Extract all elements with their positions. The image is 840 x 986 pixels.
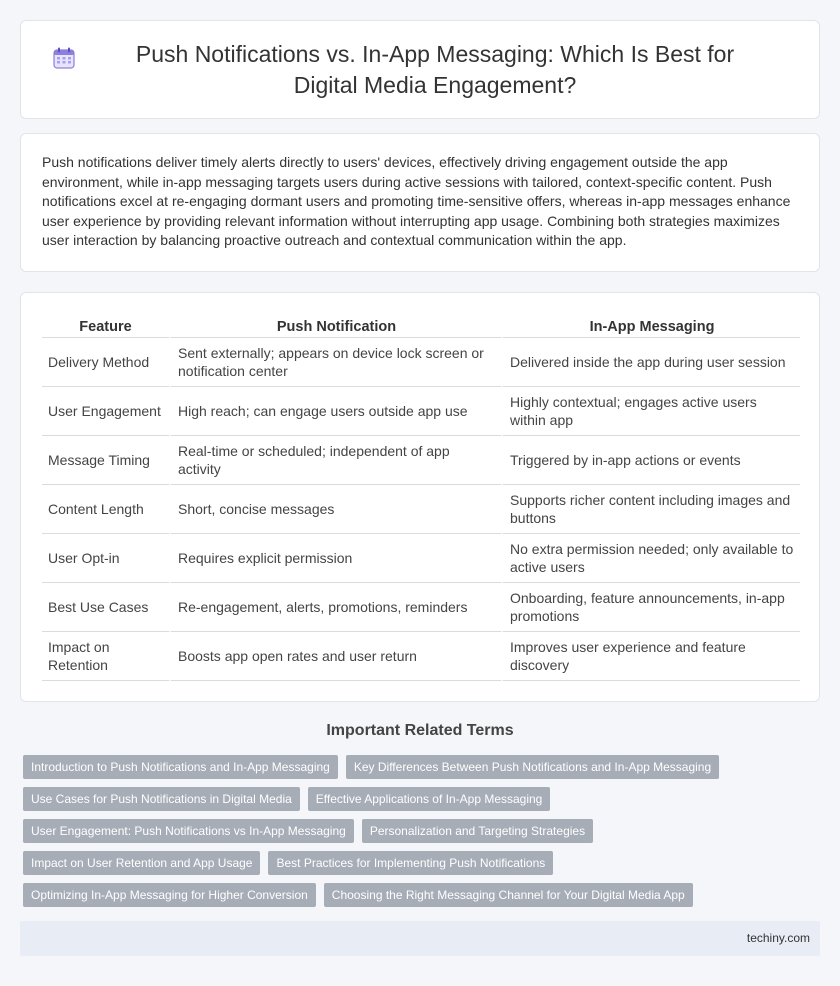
in-app-cell: Delivered inside the app during user ses… xyxy=(501,338,800,387)
feature-cell: Best Use Cases xyxy=(42,583,169,632)
related-terms-heading: Important Related Terms xyxy=(326,722,514,739)
related-term-tag[interactable]: Use Cases for Push Notifications in Digi… xyxy=(23,787,300,811)
calendar-icon xyxy=(53,47,75,69)
related-term-tag[interactable]: Introduction to Push Notifications and I… xyxy=(23,755,338,779)
tag-row: User Engagement: Push Notifications vs I… xyxy=(23,819,823,843)
related-term-tag[interactable]: Key Differences Between Push Notificatio… xyxy=(345,755,720,779)
feature-cell: User Opt-in xyxy=(42,534,169,583)
related-term-tag[interactable]: Best Practices for Implementing Push Not… xyxy=(268,851,554,875)
table-row: User Engagement High reach; can engage u… xyxy=(42,387,800,436)
feature-cell: Delivery Method xyxy=(42,338,169,387)
footer: techiny.com xyxy=(20,921,820,956)
table-row: Best Use Cases Re-engagement, alerts, pr… xyxy=(42,583,800,632)
header-push-notification: Push Notification xyxy=(169,314,501,338)
table-row: Message Timing Real-time or scheduled; i… xyxy=(42,436,800,485)
header-feature: Feature xyxy=(42,314,169,338)
table-row: Delivery Method Sent externally; appears… xyxy=(42,338,800,387)
related-term-tag[interactable]: Effective Applications of In-App Messagi… xyxy=(307,787,551,811)
push-cell: Short, concise messages xyxy=(169,485,501,534)
intro-card: Push notifications deliver timely alerts… xyxy=(20,133,820,272)
in-app-cell: Improves user experience and feature dis… xyxy=(501,632,800,681)
push-cell: High reach; can engage users outside app… xyxy=(169,387,501,436)
push-cell: Re-engagement, alerts, promotions, remin… xyxy=(169,583,501,632)
comparison-table: Feature Push Notification In-App Messagi… xyxy=(42,314,800,681)
comparison-table-card: Feature Push Notification In-App Messagi… xyxy=(20,292,820,702)
tag-row: Optimizing In-App Messaging for Higher C… xyxy=(23,883,823,907)
header-in-app-messaging: In-App Messaging xyxy=(501,314,800,338)
tag-row: Impact on User Retention and App Usage B… xyxy=(23,851,823,875)
feature-cell: Content Length xyxy=(42,485,169,534)
in-app-cell: No extra permission needed; only availab… xyxy=(501,534,800,583)
title-card: Push Notifications vs. In-App Messaging:… xyxy=(20,20,820,119)
related-terms-tags: Introduction to Push Notifications and I… xyxy=(23,755,823,915)
push-cell: Real-time or scheduled; independent of a… xyxy=(169,436,501,485)
related-term-tag[interactable]: User Engagement: Push Notifications vs I… xyxy=(23,819,354,843)
related-term-tag[interactable]: Personalization and Targeting Strategies xyxy=(361,819,594,843)
feature-cell: Message Timing xyxy=(42,436,169,485)
related-term-tag[interactable]: Optimizing In-App Messaging for Higher C… xyxy=(23,883,316,907)
table-row: User Opt-in Requires explicit permission… xyxy=(42,534,800,583)
table-header-row: Feature Push Notification In-App Messagi… xyxy=(42,314,800,338)
tag-row: Use Cases for Push Notifications in Digi… xyxy=(23,787,823,811)
footer-site-link[interactable]: techiny.com xyxy=(746,931,810,945)
tag-row: Introduction to Push Notifications and I… xyxy=(23,755,823,779)
page-title: Push Notifications vs. In-App Messaging:… xyxy=(135,40,735,98)
push-cell: Boosts app open rates and user return xyxy=(169,632,501,681)
in-app-cell: Highly contextual; engages active users … xyxy=(501,387,800,436)
related-term-tag[interactable]: Impact on User Retention and App Usage xyxy=(23,851,261,875)
intro-paragraph: Push notifications deliver timely alerts… xyxy=(42,154,791,248)
in-app-cell: Onboarding, feature announcements, in-ap… xyxy=(501,583,800,632)
table-row: Impact on Retention Boosts app open rate… xyxy=(42,632,800,681)
feature-cell: Impact on Retention xyxy=(42,632,169,681)
push-cell: Requires explicit permission xyxy=(169,534,501,583)
table-row: Content Length Short, concise messages S… xyxy=(42,485,800,534)
related-term-tag[interactable]: Choosing the Right Messaging Channel for… xyxy=(323,883,693,907)
in-app-cell: Supports richer content including images… xyxy=(501,485,800,534)
push-cell: Sent externally; appears on device lock … xyxy=(169,338,501,387)
feature-cell: User Engagement xyxy=(42,387,169,436)
in-app-cell: Triggered by in-app actions or events xyxy=(501,436,800,485)
